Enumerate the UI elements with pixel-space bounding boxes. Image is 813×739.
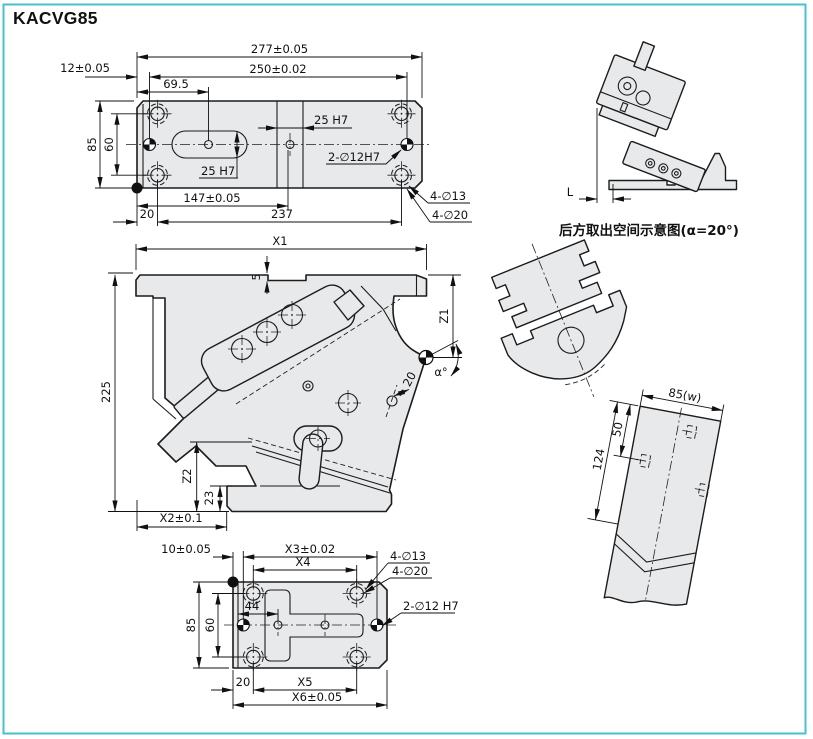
dim-z2: Z2 [180, 468, 194, 483]
dim-12: 12±0.05 [60, 61, 110, 75]
hidden-hole [682, 424, 701, 440]
top-plate-view: 277±0.05 250±0.02 12±0.05 69.5 85 60 25 … [60, 42, 472, 226]
dim-23: 23 [202, 491, 216, 506]
dim-225: 225 [99, 381, 113, 403]
dim-l: L [567, 185, 574, 199]
label-4x20: 4-∅20 [432, 208, 468, 222]
bracket-body-outline [135, 274, 428, 513]
label-2x12h7: 2-∅12 H7 [403, 599, 459, 613]
hidden-hole [694, 483, 710, 498]
dim-slot-25h7: 25 H7 [201, 164, 235, 178]
dowel-hole [400, 137, 414, 152]
dim-44: 44 [245, 599, 260, 613]
v-groove [615, 533, 697, 563]
arm-holes [228, 301, 306, 363]
dim-60: 60 [203, 618, 217, 633]
width-view-dimensions [587, 389, 725, 525]
dim-85: 85 [184, 618, 198, 633]
l-dimension [579, 108, 631, 203]
t-slot-outline [264, 589, 364, 662]
bottom-view-dimensions [193, 551, 455, 709]
dim-x2: X2±0.1 [159, 511, 202, 525]
label-2x12h7: 2-∅12H7 [328, 150, 380, 164]
datum-dot [227, 576, 239, 588]
sheet-border [2, 3, 807, 735]
label-4x13: 4-∅13 [390, 549, 426, 563]
block-section [500, 289, 628, 380]
side-view-dimensions [108, 244, 463, 531]
dim-20: 20 [140, 207, 155, 221]
dim-50: 50 [609, 421, 625, 438]
dim-alpha: α° [434, 365, 447, 379]
dowel-hole [142, 137, 157, 152]
dowel-hole [370, 618, 384, 632]
dim-250: 250±0.02 [249, 62, 306, 76]
part-number-title: KACVG85 [13, 8, 98, 28]
v-groove [613, 543, 695, 573]
bottom-plate-view: 10±0.05 X3±0.02 X4 44 85 60 20 X5 X6±0.0… [161, 542, 459, 709]
dim-124: 124 [590, 447, 608, 471]
hidden-hole [636, 453, 655, 469]
datum-dot [131, 182, 143, 194]
rail-width-view: 85(w) 50 124 [587, 385, 725, 606]
dim-85: 85 [85, 137, 99, 152]
dim-60: 60 [102, 137, 116, 152]
label-4x20: 4-∅20 [392, 564, 428, 578]
dim-x3: X3±0.02 [285, 542, 335, 556]
arm-claw [333, 289, 365, 321]
dim-5: 5 [251, 274, 263, 281]
dowel-hole [236, 618, 250, 632]
rear-clearance-view: L 后方取出空间示意图(α=20°) [559, 41, 739, 239]
carriage-block [622, 140, 706, 193]
dim-20-offset: 20 [400, 369, 419, 388]
top-view-dimensions [85, 52, 472, 226]
link-bar [298, 433, 324, 490]
clamp-head-block [596, 41, 686, 138]
dim-20: 20 [236, 675, 251, 689]
tslot-section-view [490, 239, 628, 397]
dim-237: 237 [271, 207, 293, 221]
rail-plate [603, 405, 722, 606]
dim-x6: X6±0.05 [292, 690, 342, 704]
dim-85w: 85(w) [667, 385, 702, 405]
rail-base [608, 152, 738, 191]
label-4x13: 4-∅13 [430, 189, 466, 203]
dim-147: 147±0.05 [183, 191, 240, 205]
rail-section [490, 239, 603, 329]
slot-outline [171, 130, 248, 159]
dim-69-5: 69.5 [163, 77, 189, 91]
dim-x1: X1 [272, 234, 287, 248]
dim-277: 277±0.05 [251, 42, 308, 56]
side-assembly-view: X1 225 5 Z1 α° 20 Z2 23 X2±0.1 [99, 234, 463, 531]
dim-x4: X4 [295, 555, 310, 569]
dim-keyway-25h7: 25 H7 [314, 113, 348, 127]
dim-z1: Z1 [437, 308, 451, 323]
dim-x5: X5 [297, 675, 312, 689]
dim-10: 10±0.05 [161, 542, 211, 556]
rear-view-caption: 后方取出空间示意图(α=20°) [559, 222, 739, 239]
